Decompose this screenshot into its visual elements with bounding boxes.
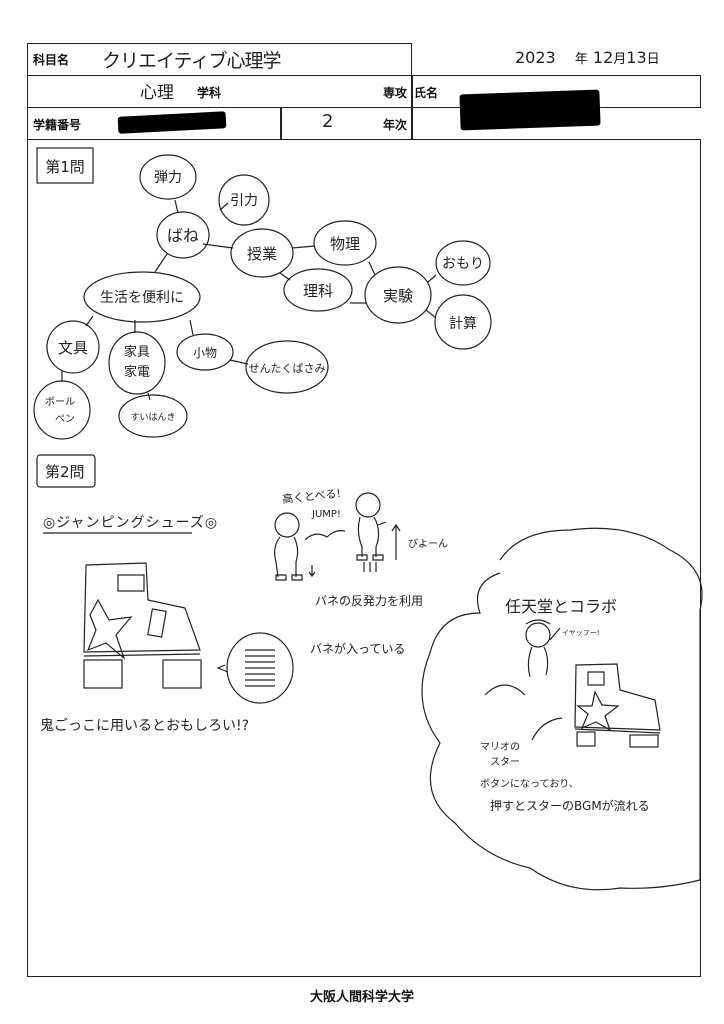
collab-text: 任天堂とコラボ [505, 597, 618, 616]
date-year: 2023 [515, 48, 556, 67]
collab-cloud [421, 527, 703, 891]
answer-area [27, 139, 701, 977]
boing-text: びよーん [408, 539, 448, 550]
grade-value: 2 [322, 111, 334, 132]
button-text-1: ボタンになっており、 [480, 779, 579, 790]
node-pen-1: ボール [45, 396, 75, 408]
node-science: 理科 [303, 282, 333, 300]
spring-bubble [216, 632, 294, 704]
major-label: 専攻 [383, 86, 408, 100]
node-weight: おもり [442, 256, 484, 272]
subject-label: 科目名 [33, 53, 70, 67]
mario-star-text-2: スター [490, 757, 520, 768]
grade-label: 年次 [383, 118, 408, 132]
name-label: 氏名 [414, 86, 439, 100]
mindmap-bubbles [33, 154, 492, 440]
department-value: 心理 [140, 83, 174, 103]
node-furniture: 家具 [124, 344, 150, 360]
node-center: ばね [167, 226, 199, 245]
node-appliance: 家電 [124, 364, 150, 380]
q1-title: 第1問 [45, 158, 85, 176]
jump-text: JUMP! [312, 509, 341, 520]
node-class: 授業 [247, 245, 277, 263]
date-day: 13 [626, 48, 647, 67]
mario-star-text-1: マリオの [480, 742, 520, 753]
date-day-unit: 日 [646, 52, 660, 67]
date-month-unit: 月 [613, 52, 627, 67]
node-elastic: 弾力 [154, 170, 182, 186]
node-cooker: すいはんき [130, 412, 175, 423]
grade-divider [280, 107, 282, 140]
spring-inside-text: バネが入っている [310, 642, 406, 656]
node-stationery: 文具 [58, 339, 88, 357]
tag-game-text: 鬼ごっこに用いるとおもしろい!? [40, 718, 250, 734]
node-calc: 計算 [449, 316, 477, 332]
node-pen-2: ペン [55, 414, 75, 425]
q2-heading: ◎ジャンピングシューズ◎ [43, 515, 219, 531]
node-experiment: 実験 [383, 287, 413, 305]
node-small: 小物 [193, 346, 217, 360]
node-attraction: 引力 [230, 193, 258, 209]
university-footer: 大阪人間科学大学 [309, 990, 414, 1005]
department-label: 学科 [197, 86, 222, 100]
star-boot-drawing [484, 663, 661, 748]
date-year-unit: 年 [574, 52, 588, 67]
yahoo-text: イヤッフー! [562, 629, 600, 637]
node-clothespin: せんたくばさみ [249, 362, 326, 375]
q2-title: 第2問 [45, 463, 85, 481]
q1-title-box [36, 147, 94, 184]
shoe-drawing [83, 562, 202, 689]
node-life: 生活を便利に [100, 290, 184, 306]
rebound-text: バネの反発力を利用 [315, 594, 424, 608]
mindmap-connectors [61, 199, 437, 401]
mario-drawing [525, 619, 561, 678]
date-month: 12 [592, 48, 614, 67]
jumping-figures [274, 492, 401, 581]
subject-value: クリエイティブ心理学 [102, 50, 281, 72]
node-physics: 物理 [330, 235, 360, 253]
q2-title-box [36, 454, 96, 488]
date: 2023 年 12月13日 [515, 48, 660, 67]
student-id-label: 学籍番号 [33, 118, 82, 132]
mindmap-labels: 弾力 引力 ばね 授業 物理 理科 実験 おもり 計算 生活を便利に 文具 家具… [45, 158, 484, 425]
button-text-2: 押すとスターのBGMが流れる [490, 799, 650, 813]
